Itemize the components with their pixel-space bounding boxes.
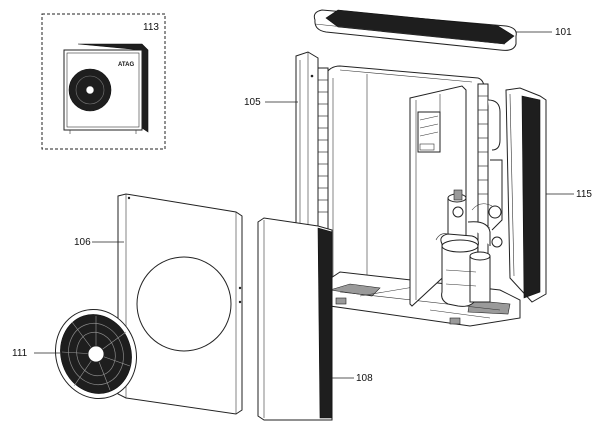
label-105: 105	[244, 97, 261, 108]
fan-opening	[136, 256, 232, 352]
part-108-side-panel: 108	[257, 217, 373, 421]
part-115-side-grille: 115	[505, 87, 592, 303]
label-106: 106	[74, 237, 91, 248]
inset-frame	[41, 13, 166, 150]
part-101-top-cover: 101	[313, 9, 572, 51]
label-113: 113	[143, 22, 159, 33]
refrigerant-tubes	[469, 83, 503, 297]
inset-heat-pump-unit: ATAG	[63, 43, 149, 134]
inset-113: 113 ATAG	[41, 13, 166, 150]
inset-brand: ATAG	[118, 62, 134, 68]
label-111: 111	[12, 348, 28, 359]
label-101: 101	[555, 27, 572, 38]
compressor-assembly	[435, 189, 491, 307]
fan-hub	[87, 345, 105, 363]
label-115: 115	[576, 189, 592, 200]
part-111-fan-guard: 111	[12, 308, 138, 400]
label-108: 108	[356, 373, 373, 384]
